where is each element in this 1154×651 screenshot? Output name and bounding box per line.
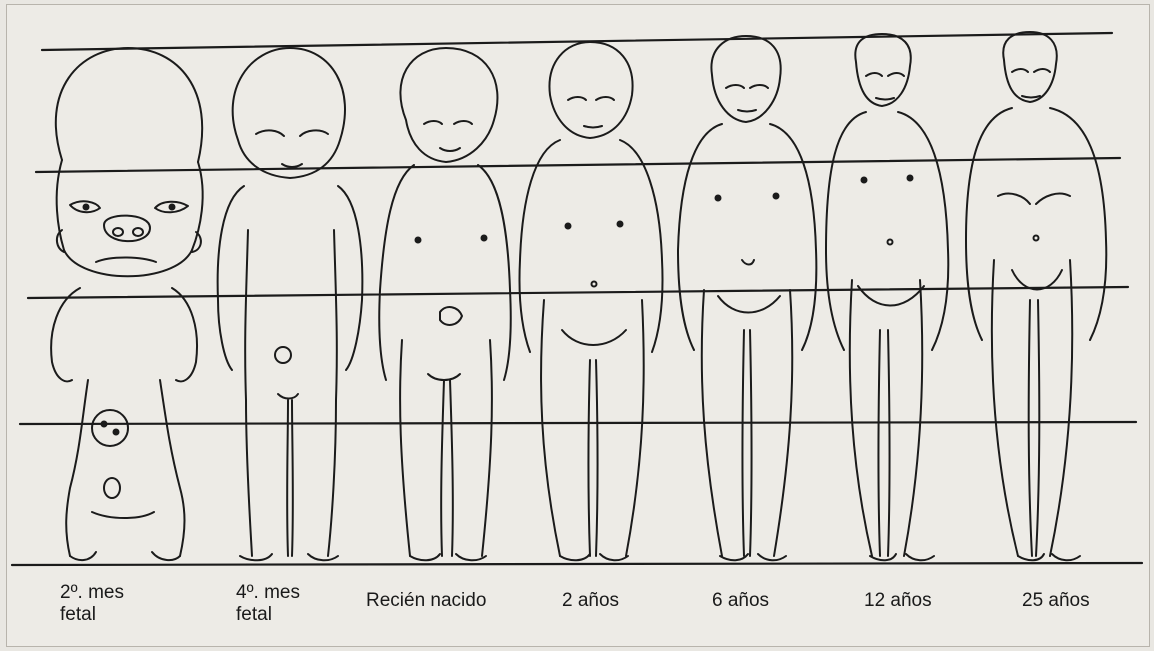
figure-12-years xyxy=(825,33,950,562)
label-line: 6 años xyxy=(712,590,770,611)
label-25-years: 25 años xyxy=(1022,590,1090,612)
label-line: 4º. mes xyxy=(236,582,300,603)
reference-line-bottom xyxy=(10,561,1144,567)
reference-line-top xyxy=(40,31,1114,52)
figure-2-years xyxy=(518,41,664,562)
label-line: 25 años xyxy=(1022,590,1090,611)
reference-line-4 xyxy=(18,420,1138,426)
label-2-years: 2 años xyxy=(562,590,619,612)
figure-newborn xyxy=(378,47,512,562)
figure-6-years xyxy=(677,35,818,562)
label-fetal-4-month: 4º. mes fetal xyxy=(236,582,300,626)
figure-frame xyxy=(6,4,1150,647)
label-line: 12 años xyxy=(864,590,932,611)
label-newborn: Recién nacido xyxy=(366,590,486,612)
label-line: 2º. mes xyxy=(60,582,124,603)
reference-line-2 xyxy=(34,156,1122,174)
label-line: fetal xyxy=(60,604,96,625)
label-line: Recién nacido xyxy=(366,590,487,611)
label-line: fetal xyxy=(236,604,272,625)
reference-line-3 xyxy=(26,285,1130,300)
reference-lines xyxy=(10,31,1144,567)
figure-25-years xyxy=(965,31,1108,562)
label-fetal-2-month: 2º. mes fetal xyxy=(60,582,124,626)
label-12-years: 12 años xyxy=(864,590,932,612)
label-line: 2 años xyxy=(562,590,620,611)
figure-fetal-2-month xyxy=(50,47,204,562)
figure-fetal-4-month xyxy=(216,47,364,562)
label-6-years: 6 años xyxy=(712,590,769,612)
